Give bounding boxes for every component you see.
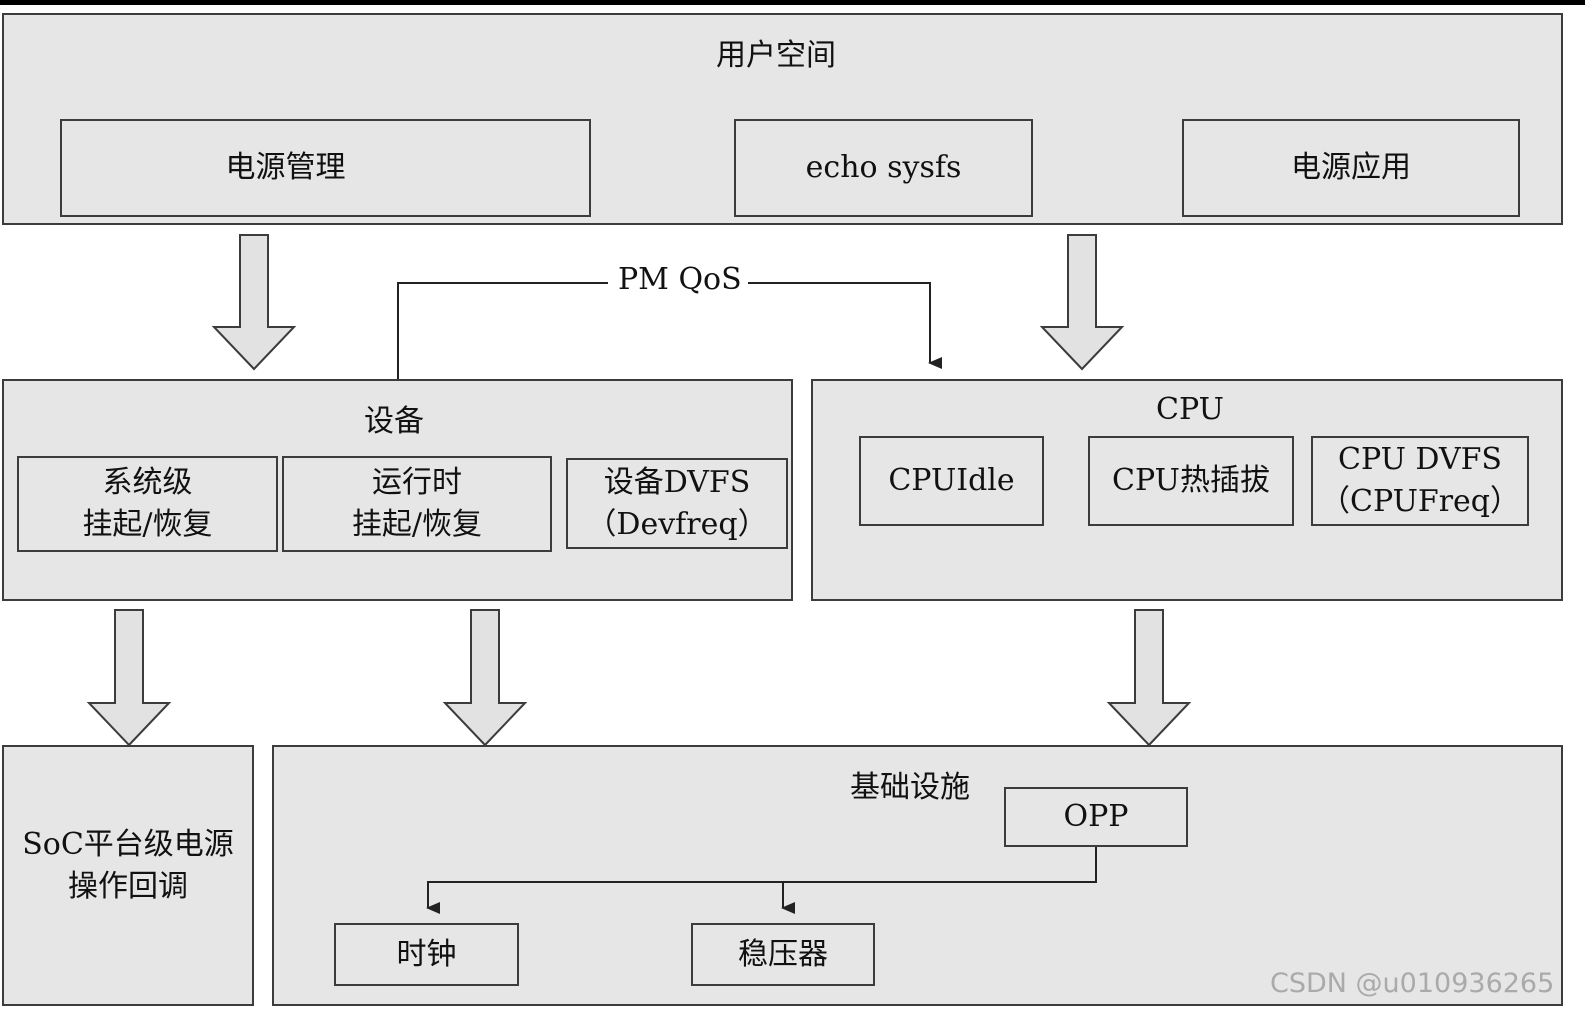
cpu-hotplug-label: CPU热插拔: [1112, 463, 1270, 498]
clock-box: 时钟: [334, 923, 519, 986]
power-management-box: 电源管理: [60, 119, 591, 217]
power-apps-label: 电源应用: [1291, 150, 1411, 185]
power-apps-box: 电源应用: [1182, 119, 1520, 217]
arrow-userspace-to-cpu: [1039, 234, 1125, 371]
arrow-cpu-to-infra: [1106, 609, 1192, 747]
cpuidle-box: CPUIdle: [859, 436, 1044, 526]
pm-qos-line-right: [730, 282, 942, 369]
regulator-label: 稳压器: [738, 936, 828, 972]
power-management-label: 电源管理: [225, 150, 346, 185]
echo-sysfs-box: echo sysfs: [734, 119, 1033, 217]
soc-callbacks-label: SoC平台级电源 操作回调: [22, 826, 234, 904]
regulator-box: 稳压器: [691, 923, 875, 986]
opp-box: OPP: [1004, 787, 1188, 847]
csdn-watermark: CSDN @u010936265: [1270, 968, 1555, 999]
system-suspend-box: 系统级 挂起/恢复: [17, 456, 278, 552]
cpuidle-label: CPUIdle: [888, 463, 1015, 498]
cpu-hotplug-box: CPU热插拔: [1088, 436, 1294, 526]
cpu-title: CPU: [1156, 392, 1224, 427]
device-dvfs-box: 设备DVFS （Devfreq）: [566, 458, 788, 549]
echo-sysfs-label: echo sysfs: [805, 150, 962, 185]
opp-label: OPP: [1063, 799, 1129, 834]
cpu-dvfs-box: CPU DVFS （CPUFreq）: [1311, 436, 1529, 526]
runtime-suspend-box: 运行时 挂起/恢复: [282, 456, 552, 552]
pm-qos-line-left: [397, 282, 608, 379]
top-border-line: [0, 0, 1585, 5]
user-space-title: 用户空间: [716, 38, 836, 73]
opp-connector-line: [426, 847, 1097, 914]
pm-qos-label: PM QoS: [612, 262, 748, 297]
clock-label: 时钟: [396, 936, 457, 972]
arrow-power-mgmt-to-device: [211, 234, 297, 371]
device-title: 设备: [364, 404, 424, 439]
arrow-device-to-soc: [86, 609, 172, 747]
infrastructure-title: 基础设施: [850, 770, 970, 805]
soc-layer: [2, 745, 254, 1006]
arrow-device-to-infra: [442, 609, 528, 747]
